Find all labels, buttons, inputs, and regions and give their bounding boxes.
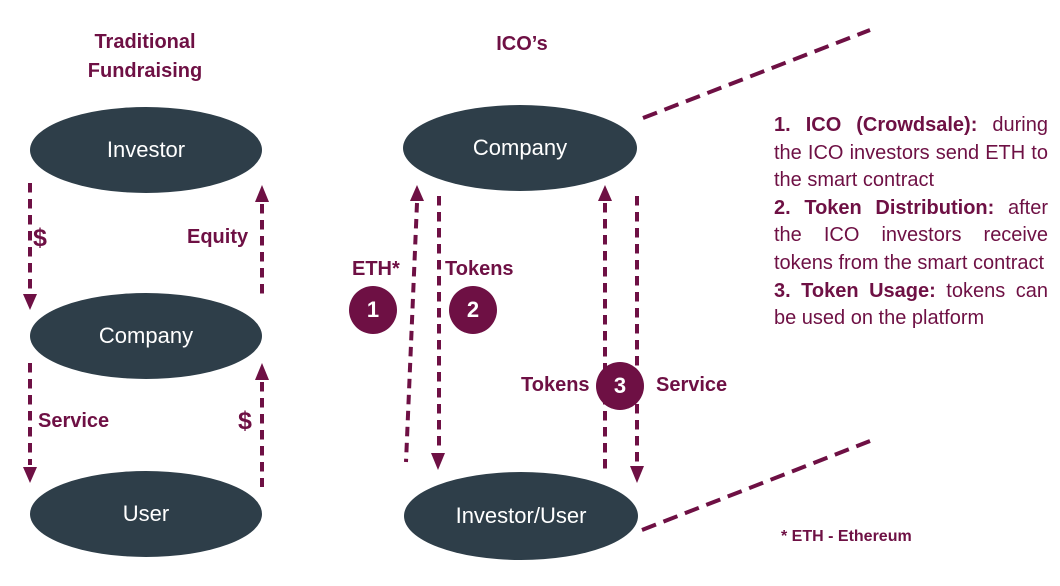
step-badge-3-number: 3 — [613, 373, 627, 398]
flow-label-eth: ETH* — [352, 258, 400, 280]
flow-label-service-ico: Service — [656, 374, 728, 396]
flow-label-dollar-pay: $ — [238, 407, 252, 435]
callout-line-bottom — [641, 439, 871, 532]
flow-label-dollar-invest: $ — [33, 224, 47, 252]
traditional-fundraising-title: Traditional Fundraising — [87, 31, 203, 82]
eth-footnote: * ETH - Ethereum — [781, 528, 912, 545]
legend-item-2-text: after the ICO investors receive tokens f… — [774, 196, 1049, 274]
node-investor-user-label: Investor/User — [455, 503, 587, 528]
step-badge-3: 3 — [596, 362, 644, 410]
node-investor-user: Investor/User — [404, 472, 638, 560]
node-company-traditional-label: Company — [98, 323, 194, 348]
node-investor: Investor — [30, 107, 262, 193]
flow-label-service-traditional: Service — [38, 410, 110, 432]
legend-item-1-text: during the ICO investors send ETH to the… — [774, 114, 1048, 192]
node-company-ico-label: Company — [472, 135, 568, 160]
flow-label-tokens-usage: Tokens — [521, 374, 590, 396]
flow-arrow-eth-up — [404, 185, 424, 463]
legend-item-3-text: tokens can be used on the platform — [774, 279, 1048, 330]
flow-arrow-tokens-up — [598, 185, 612, 470]
legend-item-1-bold: 1. ICO (Crowdsale): — [774, 114, 978, 136]
flow-arrow-service-down — [630, 196, 644, 483]
flow-label-equity: Equity — [187, 226, 249, 248]
ico-title: ICO’s — [496, 33, 548, 55]
step-badge-2: 2 — [449, 286, 497, 334]
legend-item-2-bold: 2. Token Distribution: — [774, 196, 995, 219]
legend-item-ico-crowdsale: 1. ICO (Crowdsale): during the ICO inves… — [774, 112, 1048, 195]
node-company-ico: Company — [403, 105, 637, 191]
flow-label-tokens-distribution: Tokens — [445, 258, 514, 280]
flow-arrow-tokens-down — [431, 196, 445, 470]
step-badge-1-number: 1 — [366, 297, 380, 322]
node-user: User — [30, 471, 262, 557]
flow-arrow-money-investor-company — [23, 183, 37, 310]
step-badge-2-number: 2 — [466, 297, 480, 322]
legend-item-token-usage: 3. Token Usage: tokens can be used on th… — [774, 278, 1048, 333]
node-company-traditional: Company — [30, 293, 262, 379]
node-user-label: User — [122, 501, 170, 526]
legend-item-3-bold: 3. Token Usage: — [774, 279, 936, 302]
flow-arrow-money-user-company — [255, 363, 269, 487]
node-investor-label: Investor — [106, 137, 186, 162]
callout-line-top — [642, 28, 871, 120]
flow-arrow-equity-company-investor — [255, 185, 269, 300]
flow-arrow-service-company-user — [23, 363, 37, 483]
step-badge-1: 1 — [349, 286, 397, 334]
ico-steps-legend: 1. ICO (Crowdsale): during the ICO inves… — [774, 112, 1048, 333]
legend-item-token-distribution: 2. Token Distribution: after the ICO inv… — [774, 195, 1048, 278]
